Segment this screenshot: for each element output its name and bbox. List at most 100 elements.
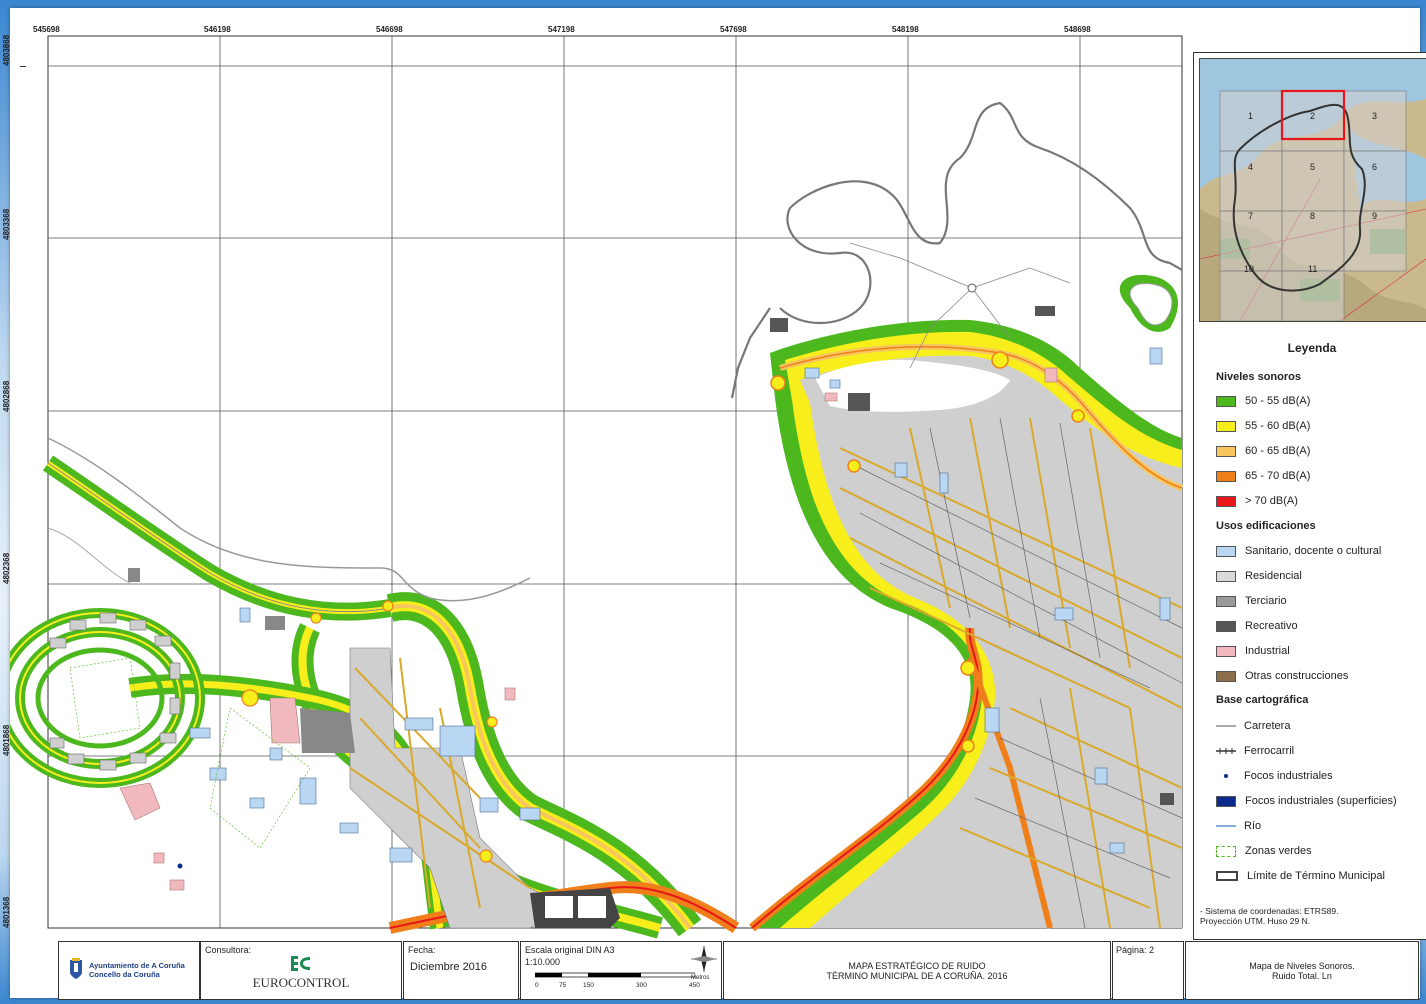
x-tick-label: 546698 [376, 25, 403, 34]
swatch-65-70 [1216, 470, 1236, 482]
sheet-number: 6 [1372, 162, 1378, 172]
y-tick-label: 4803868 [2, 34, 11, 66]
sheet-number: 8 [1310, 211, 1316, 221]
scalebar-tick: 75 [559, 982, 567, 989]
green-zone-icon [1216, 845, 1236, 857]
swatch-sanitario [1216, 545, 1236, 557]
industrial-area-icon [1216, 795, 1236, 807]
swatch-otras [1216, 670, 1236, 682]
y-tick-label: 4802868 [2, 380, 11, 412]
x-tick-label: 548198 [892, 25, 919, 34]
legend-item: Recreativo [1216, 620, 1298, 632]
legend-section-title: Usos edificaciones [1216, 520, 1316, 532]
legend-item: Industrial [1216, 645, 1290, 657]
swatch-over-70 [1216, 495, 1236, 507]
scale-bar [535, 972, 695, 978]
swatch-terciario [1216, 595, 1236, 607]
map-title-line1: MAPA ESTRATÉGICO DE RUIDO [848, 961, 986, 971]
west-suburbs-area [10, 437, 740, 938]
eurocontrol-logo-icon [291, 956, 310, 971]
footer-mapname-box: Mapa de Niveles Sonoros. Ruido Total. Ln [1185, 941, 1419, 1000]
peninsula-area [730, 101, 1183, 932]
y-tick-label: 4803368 [2, 208, 11, 240]
legend-item: 60 - 65 dB(A) [1216, 445, 1310, 457]
y-tick-label: 4802368 [2, 552, 11, 584]
railway-icon [1216, 748, 1236, 754]
legend-item: Ferrocarril [1216, 745, 1294, 757]
scalebar-tick: 450 [689, 982, 700, 989]
legend-item: Focos industriales (superficies) [1216, 795, 1397, 807]
footer-page-box: Página: 2 [1112, 941, 1184, 1000]
legend-section-title: Niveles sonoros [1216, 371, 1301, 383]
footer-title-box: MAPA ESTRATÉGICO DE RUIDO TÉRMINO MUNICI… [723, 941, 1111, 1000]
swatch-55-60 [1216, 420, 1236, 432]
date-label: Fecha: [408, 945, 436, 955]
swatch-industrial [1216, 645, 1236, 657]
map-sheet: 545698 546198 546698 547198 547698 54819… [2, 8, 1426, 1000]
council-crest-icon [70, 958, 82, 979]
overview-inset-map[interactable]: 1 2 3 4 5 6 7 8 9 10 11 [1199, 58, 1426, 322]
map-name-line2: Ruido Total. Ln [1272, 971, 1332, 981]
coordinate-notes: - Sistema de coordenadas: ETRS89. Proyec… [1200, 906, 1339, 926]
north-arrow-icon [691, 946, 717, 972]
footer-scale-box: Escala original DIN A3 1:10.000 0 75 150… [520, 941, 722, 1000]
road-line-icon [1216, 725, 1236, 727]
legend-panel: 1 2 3 4 5 6 7 8 9 10 11 Leyenda Niveles … [1193, 52, 1426, 940]
sheet-number: 1 [1248, 111, 1254, 121]
sheet-number: 4 [1248, 162, 1254, 172]
y-tick-label: 4801368 [2, 896, 11, 928]
sheet-number: 7 [1248, 211, 1254, 221]
sheet-number-selected: 2 [1310, 111, 1316, 121]
consultant-name: EUROCONTROL [252, 975, 350, 990]
scalebar-unit: Metros [691, 975, 710, 981]
legend-item: Zonas verdes [1216, 845, 1312, 857]
legend-item: 55 - 60 dB(A) [1216, 420, 1310, 432]
x-tick-label: 547698 [720, 25, 747, 34]
council-name-line2: Concello da Coruña [89, 969, 160, 979]
x-tick-label: 548698 [1064, 25, 1091, 34]
scalebar-tick: 0 [535, 982, 539, 989]
noise-map[interactable] [10, 8, 1190, 938]
consultant-label: Consultora: [205, 945, 252, 955]
sheet-number: 9 [1372, 211, 1378, 221]
footer-date-box: Fecha: Diciembre 2016 [403, 941, 519, 1000]
legend-item: 50 - 55 dB(A) [1216, 395, 1310, 407]
scale-value: 1:10.000 [525, 957, 561, 967]
legend-item: Focos industriales [1216, 770, 1333, 782]
council-name-line1: Ayuntamiento de A Coruña [89, 961, 185, 970]
boundary-icon [1216, 871, 1238, 881]
swatch-60-65 [1216, 445, 1236, 457]
legend-item: Carretera [1216, 720, 1290, 732]
river-line-icon [1216, 825, 1236, 827]
x-tick-label: 546198 [204, 25, 231, 34]
scalebar-tick: 300 [636, 982, 647, 989]
legend-item: Terciario [1216, 595, 1287, 607]
sheet-number: 11 [1308, 264, 1318, 274]
legend-item: 65 - 70 dB(A) [1216, 470, 1310, 482]
legend-item: Otras construcciones [1216, 670, 1348, 682]
map-title-line2: TÉRMINO MUNICIPAL DE A CORUÑA. 2016 [826, 971, 1008, 981]
sheet-number: 10 [1244, 264, 1255, 274]
legend-item: Río [1216, 820, 1261, 832]
footer-consultant-box: Consultora: EUROCONTROL [200, 941, 402, 1000]
scalebar-tick: 150 [583, 982, 594, 989]
map-name-line1: Mapa de Niveles Sonoros. [1249, 961, 1355, 971]
legend-item: Sanitario, docente o cultural [1216, 545, 1381, 557]
sheet-number: 3 [1372, 111, 1378, 121]
y-tick-label: 4801868 [2, 724, 11, 756]
legend-item: Residencial [1216, 570, 1302, 582]
sheet-number: 5 [1310, 162, 1316, 172]
swatch-50-55 [1216, 395, 1236, 407]
date-value: Diciembre 2016 [410, 961, 488, 973]
scale-label: Escala original DIN A3 [525, 945, 615, 955]
x-tick-label: 547198 [548, 25, 575, 34]
footer-council-box: Ayuntamiento de A Coruña Concello da Cor… [58, 941, 200, 1000]
legend-item: > 70 dB(A) [1216, 495, 1298, 507]
swatch-residencial [1216, 570, 1236, 582]
legend-section-title: Base cartográfica [1216, 694, 1309, 706]
x-tick-label: 545698 [33, 25, 60, 34]
legend-item: Límite de Término Municipal [1216, 870, 1385, 882]
swatch-recreativo [1216, 620, 1236, 632]
page-number: Página: 2 [1116, 945, 1155, 955]
